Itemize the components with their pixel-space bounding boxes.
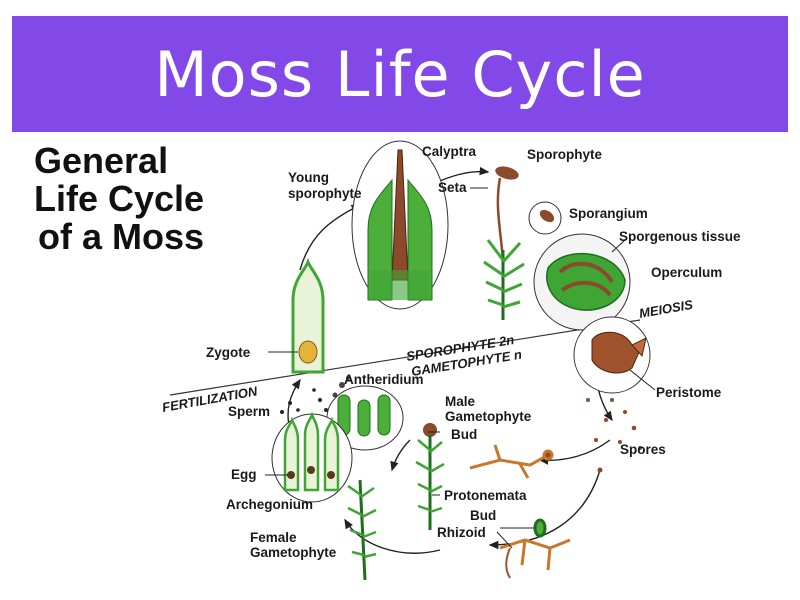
sporophyte-plant-illustration: [470, 166, 525, 320]
heading-line-1: General: [34, 140, 169, 181]
young-sporophyte-illustration: [351, 140, 449, 310]
protonema-lower-illustration: [499, 518, 571, 579]
sperm-dots: [280, 388, 328, 414]
peristome-illustration: [573, 316, 656, 394]
label-peristome: Peristome: [656, 385, 722, 400]
label-rhizoid: Rhizoid: [437, 525, 486, 540]
label-male-gametophyte-1: Male: [445, 394, 476, 409]
sporogenous-tissue-inset: [533, 233, 631, 331]
label-female-gametophyte-1: Female: [250, 530, 297, 545]
label-sporogenous-tissue: Sporgenous tissue: [619, 229, 741, 244]
label-young-sporophyte-2: sporophyte: [288, 186, 362, 201]
label-calyptra: Calyptra: [422, 144, 477, 159]
label-spores: Spores: [620, 442, 666, 457]
title-bar: Moss Life Cycle: [12, 16, 788, 132]
archegonium-inset: [271, 411, 353, 503]
label-sperm: Sperm: [228, 404, 270, 419]
arrow-zygote-to-young: [299, 204, 362, 271]
label-young-sporophyte-1: Young: [288, 170, 329, 185]
heading-line-3: of a Moss: [38, 216, 205, 257]
arrow-male-to-antheridium: [390, 439, 411, 472]
phase-divider: [169, 319, 641, 396]
label-antheridium: Antheridium: [344, 372, 424, 387]
heading-line-2: Life Cycle: [34, 178, 205, 219]
leader-lines: [265, 431, 534, 549]
slide-title: Moss Life Cycle: [154, 37, 646, 111]
label-zygote: Zygote: [206, 345, 251, 360]
label-sporophyte: Sporophyte: [527, 147, 602, 162]
label-male-gametophyte-2: Gametophyte: [445, 409, 532, 424]
spore-dots: [586, 398, 642, 473]
label-sporangium: Sporangium: [569, 206, 648, 221]
label-meiosis: MEIOSIS: [638, 297, 694, 321]
zygote-illustration: [268, 257, 325, 374]
protonema-upper-illustration: [469, 444, 554, 479]
label-seta: Seta: [438, 180, 467, 195]
label-bud-lower: Bud: [470, 508, 496, 523]
label-female-gametophyte-2: Gametophyte: [250, 545, 337, 560]
female-gametophyte-illustration: [347, 479, 377, 581]
label-archegonium: Archegonium: [226, 497, 313, 512]
label-operculum: Operculum: [651, 265, 722, 280]
male-gametophyte-illustration: [415, 423, 445, 530]
label-bud-upper: Bud: [451, 427, 477, 442]
label-protonemata: Protonemata: [444, 488, 527, 503]
diagram-heading: General Life Cycle of a Moss: [34, 142, 204, 256]
arrow-lower-cycle: [344, 518, 441, 554]
sporangium-inset: [528, 201, 562, 235]
label-egg: Egg: [231, 467, 257, 482]
